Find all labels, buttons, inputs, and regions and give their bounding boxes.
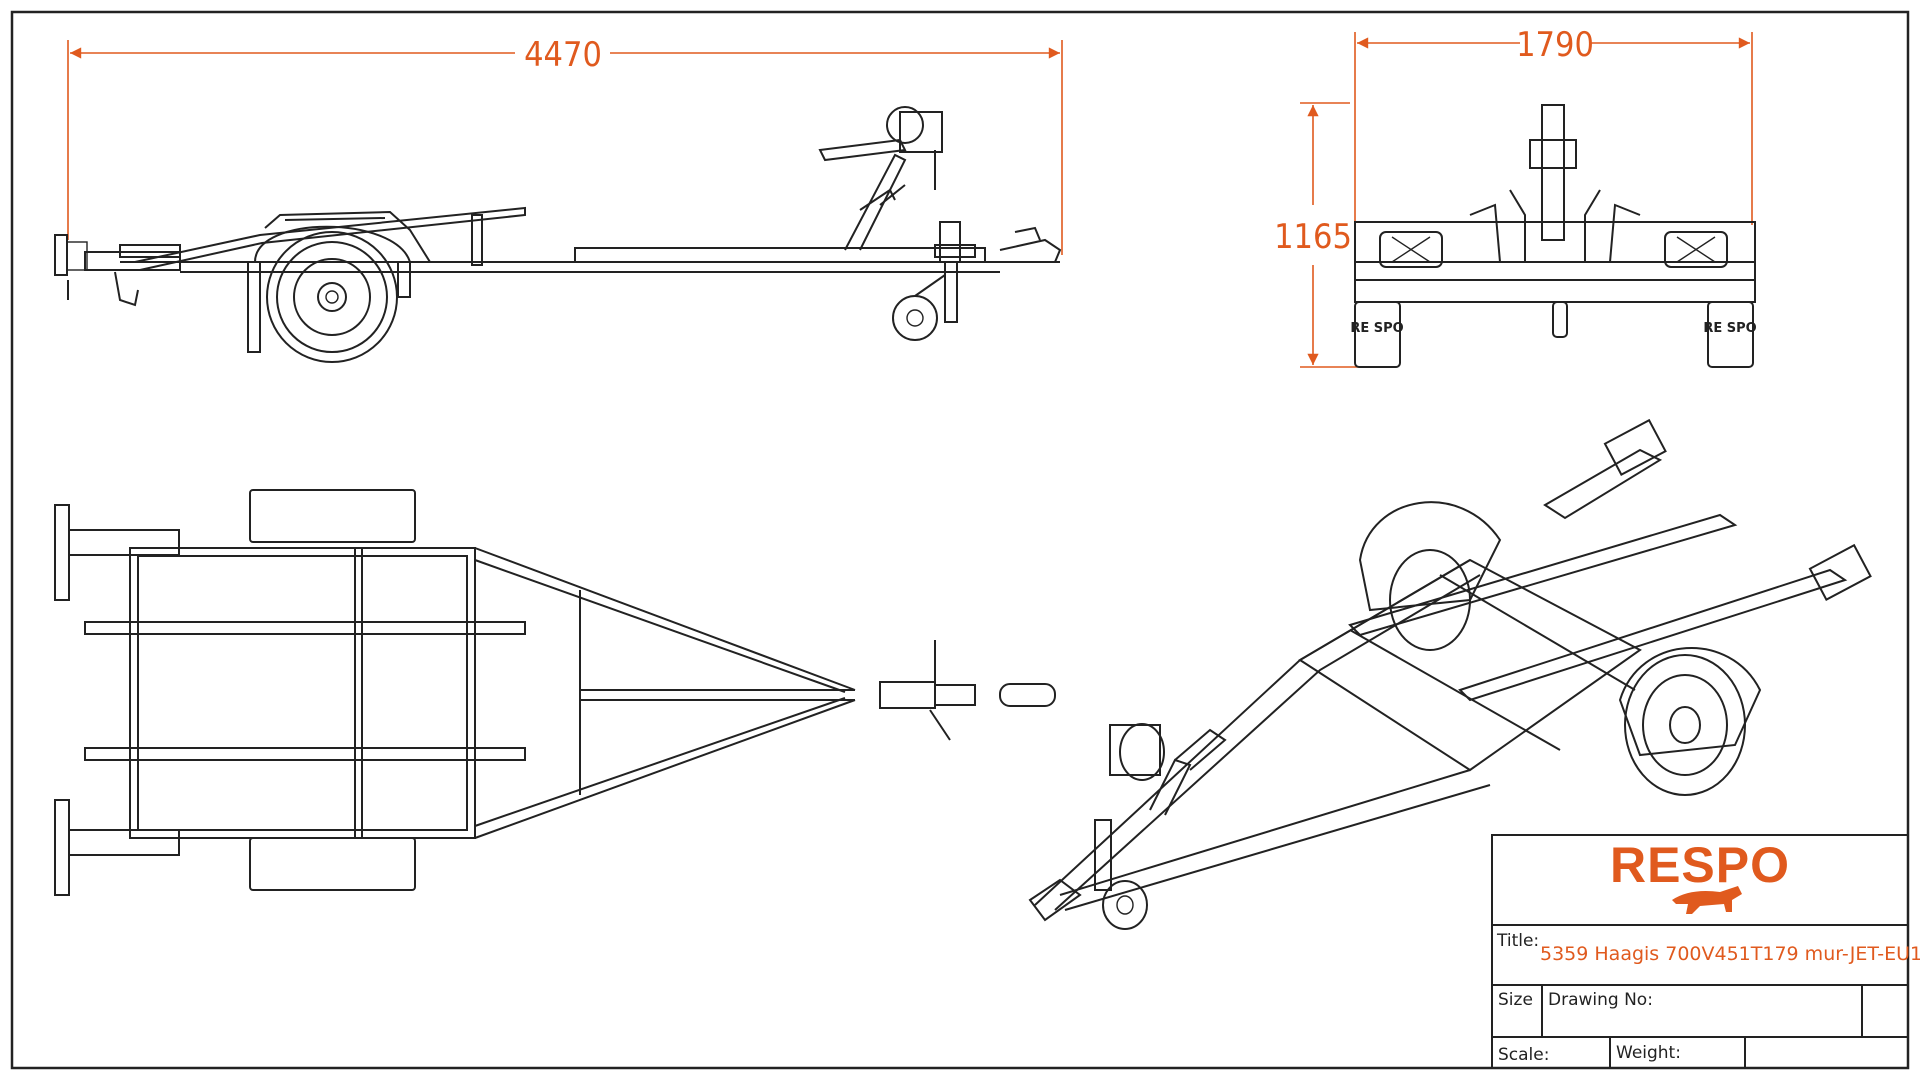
isometric-view (1028, 418, 1872, 930)
side-view: 4470 (54, 35, 1063, 363)
dimension-height-label: 1165 (1274, 217, 1352, 257)
winch-stand (818, 106, 943, 251)
weight-label: Weight: (1616, 1043, 1681, 1063)
jockey-wheel (892, 221, 976, 341)
dimension-length-label: 4470 (524, 35, 602, 75)
dimension-length: 4470 (67, 35, 1063, 255)
dimension-width-label: 1790 (1516, 25, 1594, 65)
drawing-no-label: Drawing No: (1548, 990, 1653, 1010)
scale-label: Scale: (1498, 1045, 1549, 1065)
title-value: 5359 Haagis 700V451T179 mur-JET-EU1- (1540, 943, 1920, 965)
bull-logo-icon (1672, 886, 1742, 914)
title-label: Title: (1496, 931, 1539, 951)
top-view (54, 489, 1056, 896)
size-label: Size (1498, 990, 1533, 1010)
sheet-border (10, 10, 1910, 1070)
title-block: RESPO Title: 5359 Haagis 700V451T179 mur… (1491, 834, 1920, 1069)
rear-view: 1790 1165 RE SPO RE SPO (1274, 25, 1757, 368)
fender-logo-right: RE SPO (1703, 321, 1756, 336)
brand-logo-text: RESPO (1610, 837, 1790, 893)
dimension-width: 1790 (1354, 25, 1753, 225)
wheel (266, 231, 398, 363)
fender-logo-left: RE SPO (1350, 321, 1403, 336)
